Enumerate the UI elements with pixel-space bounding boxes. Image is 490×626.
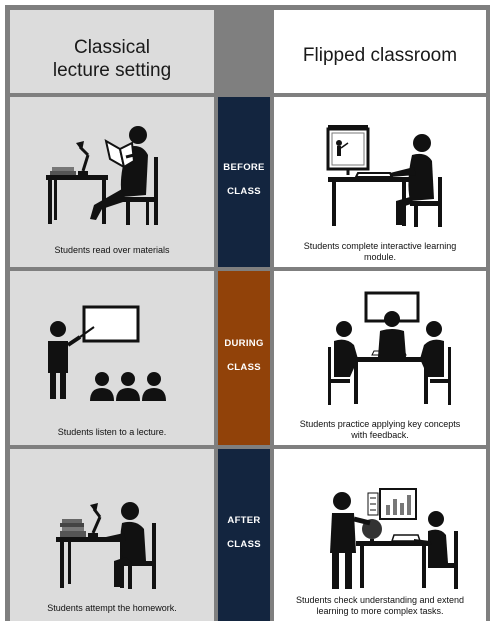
flipped-during-cell: Students practice applying key concepts …	[274, 271, 486, 445]
flipped-during-caption-line-1: Students practice applying key concepts	[299, 419, 461, 429]
flipped-after-caption: Students check understanding and extend …	[278, 595, 482, 617]
classical-header-line-1: Classical	[73, 37, 151, 58]
phase-after-label-2: CLASS	[227, 539, 261, 550]
phase-during-label-2: CLASS	[227, 362, 261, 373]
classical-during-caption: Students listen to a lecture.	[57, 427, 167, 437]
teacher-lecturing-audience-icon	[48, 305, 166, 401]
group-discussion-table-icon	[328, 291, 451, 405]
teacher-helping-student-icon	[330, 488, 458, 589]
phase-before-label-2: CLASS	[227, 186, 261, 197]
classical-before-cell: Students read over materials	[10, 97, 214, 267]
phase-after-label-1: AFTER	[227, 515, 261, 526]
phase-before-strip: BEFORE CLASS	[218, 97, 270, 267]
classical-after-cell: Students attempt the homework.	[10, 449, 214, 621]
student-homework-at-desk-icon	[56, 502, 156, 589]
flipped-before-caption: Students complete interactive learning m…	[278, 241, 482, 263]
flipped-during-caption: Students practice applying key concepts …	[278, 419, 482, 441]
classical-during-cell: Students listen to a lecture.	[10, 271, 214, 445]
phase-during-strip: DURING CLASS	[218, 271, 270, 445]
flipped-header-title: Flipped classroom	[302, 45, 458, 66]
header-middle-spacer	[218, 10, 270, 93]
phase-during-label-1: DURING	[224, 338, 264, 349]
flipped-before-caption-line-2: module.	[363, 252, 397, 262]
student-reading-at-desk-icon	[46, 126, 158, 225]
classical-header-cell: Classical lecture setting	[10, 10, 214, 93]
classical-after-caption: Students attempt the homework.	[47, 603, 177, 613]
comparison-grid: Classical lecture setting Flipped classr…	[5, 5, 490, 621]
classical-header-title: Classical lecture setting	[10, 36, 214, 82]
flipped-before-caption-line-1: Students complete interactive learning	[303, 241, 457, 251]
classical-header-line-2: lecture setting	[52, 60, 172, 81]
flipped-before-cell: Students complete interactive learning m…	[274, 97, 486, 267]
flipped-after-caption-line-2: learning to more complex tasks.	[316, 606, 444, 616]
flipped-header-cell: Flipped classroom	[274, 10, 486, 93]
flipped-after-cell: Students check understanding and extend …	[274, 449, 486, 621]
flipped-during-caption-line-2: with feedback.	[351, 430, 409, 440]
phase-after-strip: AFTER CLASS	[218, 449, 270, 621]
student-at-computer-icon	[326, 125, 442, 227]
phase-before-label-1: BEFORE	[223, 162, 265, 173]
classical-before-caption: Students read over materials	[54, 245, 170, 255]
flipped-after-caption-line-1: Students check understanding and extend	[295, 595, 465, 605]
